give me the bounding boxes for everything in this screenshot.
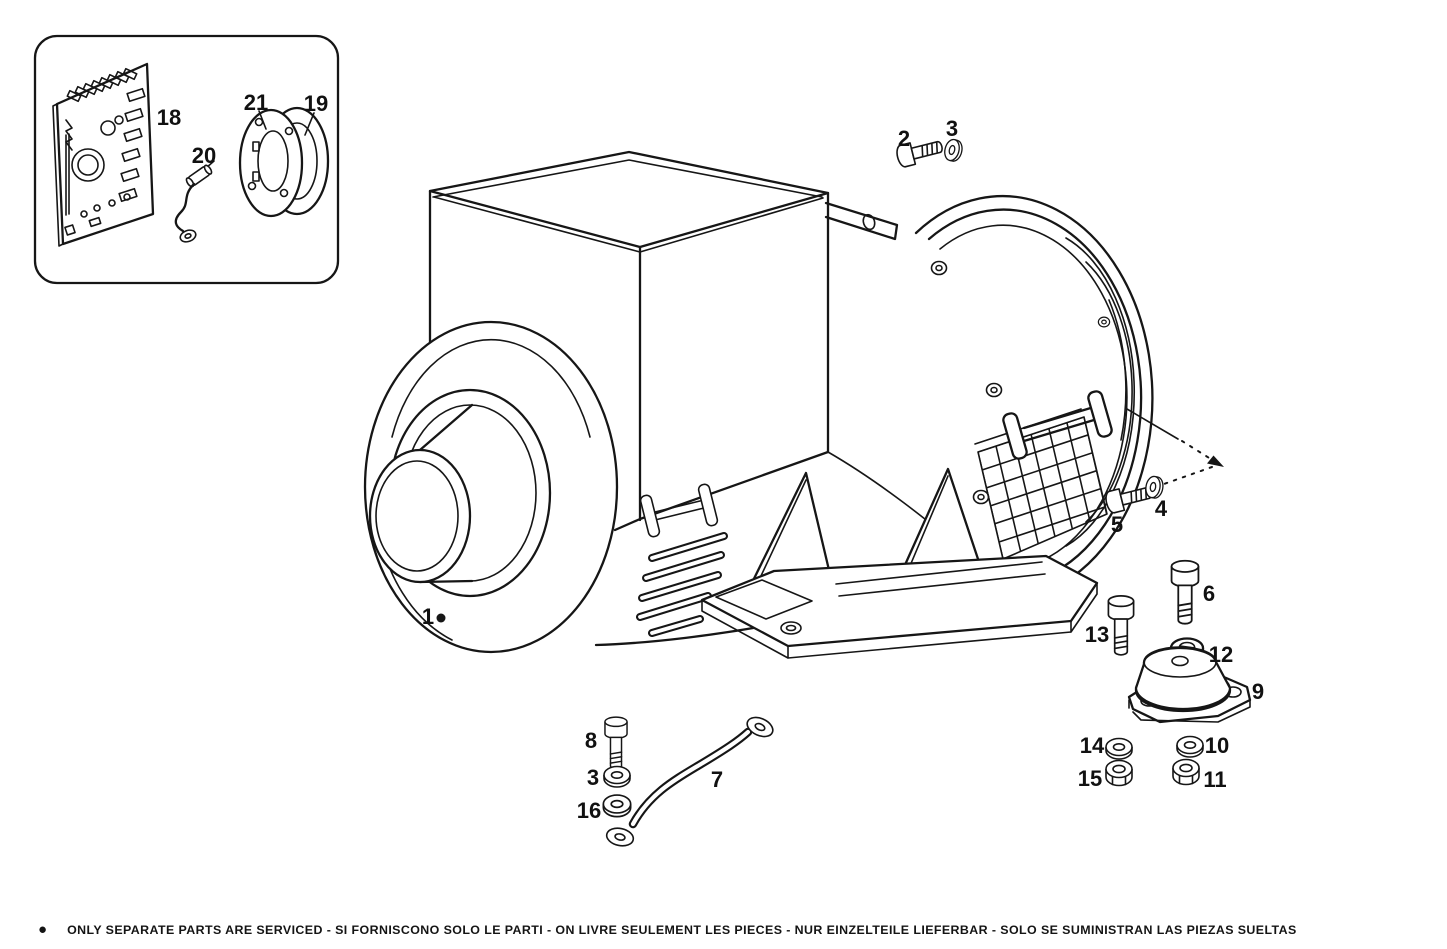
callout-16: 16 (577, 798, 601, 823)
callout-3-top: 3 (946, 116, 958, 141)
callout-3-ground: 3 (587, 765, 599, 790)
callout-8: 8 (585, 728, 597, 753)
callout-19: 19 (304, 91, 328, 116)
part-18-regulator-board (52, 62, 155, 247)
box-clamps (639, 483, 719, 538)
stator-body (594, 532, 970, 647)
board-components (64, 67, 146, 236)
callout-labels: 1 2 3 4 5 6 7 8 9 10 11 12 13 14 15 16 3… (157, 90, 1264, 823)
part-14-washer (1105, 737, 1133, 760)
callout-21: 21 (244, 90, 268, 115)
rear-handle (1002, 390, 1113, 460)
bullet-icon: ● (38, 921, 48, 938)
part-3-washer-top (942, 137, 965, 164)
footnote-text: ONLY SEPARATE PARTS ARE SERVICED - SI FO… (67, 922, 1297, 937)
callout-5: 5 (1111, 512, 1123, 537)
callout-14: 14 (1080, 733, 1105, 758)
hardware-parts (602, 134, 1252, 847)
callout-15: 15 (1078, 766, 1102, 791)
drive-shaft (368, 403, 474, 584)
vent-slots (636, 532, 728, 637)
callout-18: 18 (157, 105, 181, 130)
callout-10: 10 (1205, 733, 1229, 758)
callout-2: 2 (898, 126, 910, 151)
inset-panel (33, 34, 340, 285)
callout-11: 11 (1203, 767, 1226, 792)
part-8-bolt (604, 716, 628, 770)
part-19-21-brush-holder (238, 106, 330, 218)
part-20-capacitor-wire (174, 160, 215, 243)
callout-4: 4 (1155, 496, 1168, 521)
leader-arrowhead (1207, 455, 1224, 467)
terminal-box (428, 150, 976, 561)
part-11-nut (1172, 758, 1200, 786)
callout-6: 6 (1203, 581, 1215, 606)
callout-20: 20 (192, 143, 216, 168)
part-9-vibration-mount (1127, 646, 1252, 724)
alternator-assembly (349, 150, 1224, 739)
part-16-washer (602, 794, 632, 818)
part-6-bolt (1170, 559, 1200, 625)
cooling-grill (974, 408, 1108, 560)
callout-9: 9 (1252, 679, 1264, 704)
mounting-base (700, 467, 1099, 659)
part-15-nut (1105, 759, 1133, 787)
callout-13: 13 (1085, 622, 1109, 647)
callout-12: 12 (1209, 642, 1233, 667)
part-7-ground-cable (605, 716, 774, 847)
part-10-washer (1176, 735, 1204, 758)
part-3-washer-ground (603, 765, 631, 788)
part-13-bolt (1107, 595, 1135, 656)
lifting-lug (824, 201, 899, 241)
serviced-part-marker-dot (436, 613, 446, 623)
callout-1: 1 (422, 604, 434, 629)
callout-7: 7 (711, 767, 723, 792)
leader-line (1126, 408, 1224, 485)
footnote: ● ONLY SEPARATE PARTS ARE SERVICED - SI … (38, 922, 1433, 937)
